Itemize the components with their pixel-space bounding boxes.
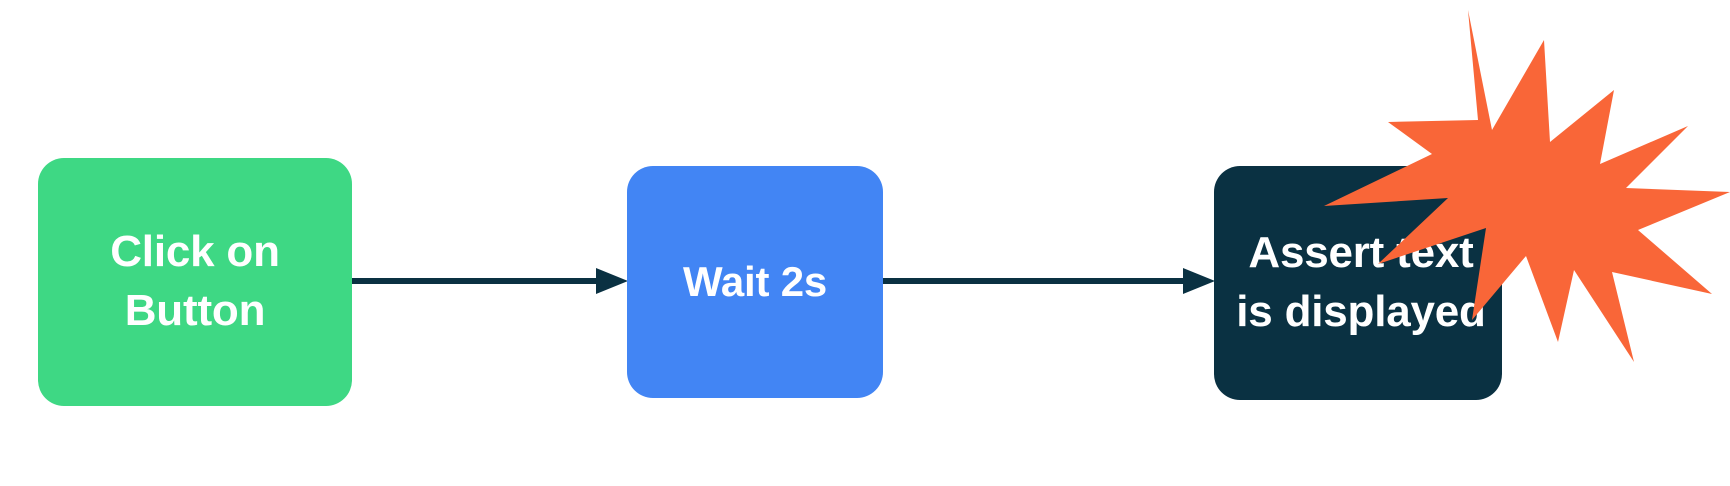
connector-wait-to-assert	[883, 268, 1215, 294]
arrow-right-icon	[883, 268, 1215, 294]
arrow-right-icon	[352, 268, 628, 294]
connector-click-to-wait	[352, 268, 628, 294]
flow-node-click-on-button[interactable]: Click on Button	[38, 158, 352, 406]
flow-node-wait[interactable]: Wait 2s	[627, 166, 883, 398]
flow-node-click-on-button-label: Click on Button	[110, 227, 280, 335]
flow-node-wait-label: Wait 2s	[682, 258, 828, 306]
flow-node-assert[interactable]: Assert text is displayed	[1214, 166, 1502, 400]
flow-node-assert-label: Assert text is displayed	[1236, 228, 1486, 336]
